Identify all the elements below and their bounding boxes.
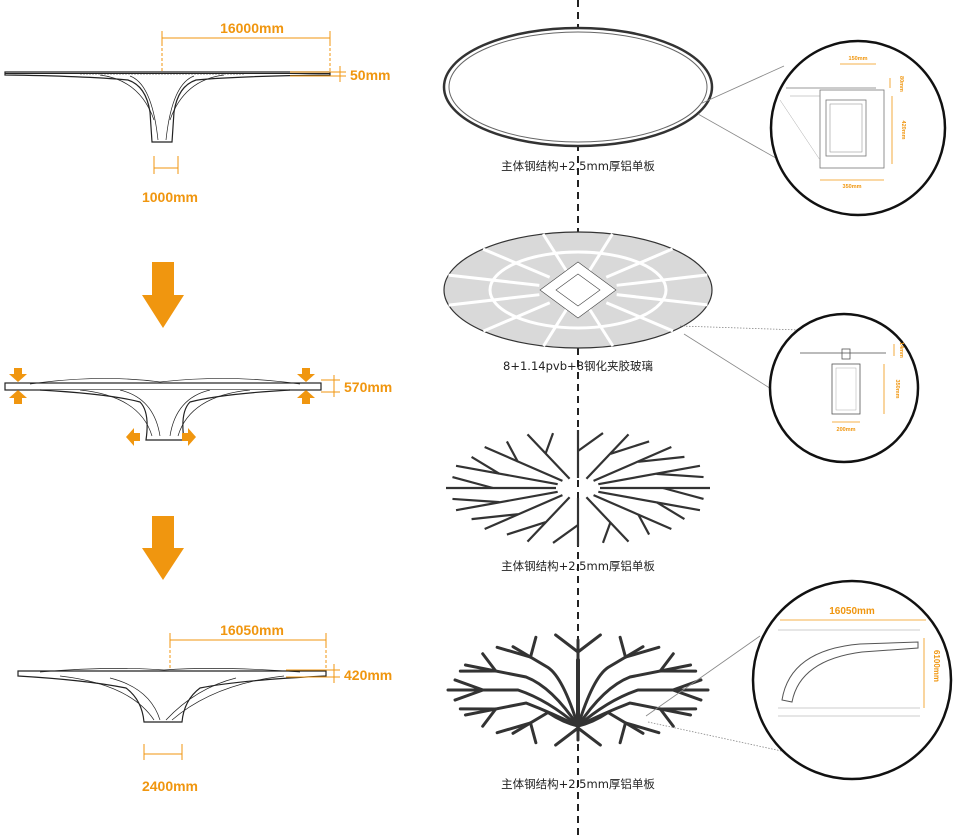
canopy-elevation-3 bbox=[17, 668, 327, 723]
label-thickness-2: 570mm bbox=[344, 379, 392, 395]
canopy-elevation-1 bbox=[4, 71, 331, 143]
dim-base-1 bbox=[153, 156, 179, 174]
detail2-side-label: 350mm bbox=[894, 380, 900, 399]
steel-ring-layer bbox=[442, 26, 714, 148]
compress-arrows-2 bbox=[9, 368, 315, 446]
leader-2a bbox=[679, 325, 801, 331]
detail3-top-label: 16050mm bbox=[829, 606, 875, 617]
detail1-side-label: 420mm bbox=[900, 121, 906, 140]
label-base-3: 2400mm bbox=[142, 778, 198, 794]
dim-thickness-1 bbox=[290, 66, 346, 82]
steel-grid-layer bbox=[446, 430, 710, 546]
label-width-1: 16000mm bbox=[220, 20, 284, 36]
dim-width-3 bbox=[169, 633, 327, 670]
canopy-elevation-2 bbox=[4, 378, 322, 441]
steel-tree-layer bbox=[446, 633, 710, 747]
label-width-3: 16050mm bbox=[220, 622, 284, 638]
caption-layer-2: 8+1.14pvb+8钢化夹胶玻璃 bbox=[503, 359, 653, 373]
detail1-top-label: 150mm bbox=[849, 56, 868, 62]
leader-4a bbox=[645, 635, 761, 717]
detail1-side-top-label: 80mm bbox=[898, 76, 904, 92]
detail2-top-label: 14mm bbox=[898, 342, 904, 358]
detail1-bottom-label: 350mm bbox=[843, 184, 862, 190]
label-thickness-1: 50mm bbox=[350, 67, 390, 83]
detail-circle-1 bbox=[769, 39, 947, 217]
dim-thickness-2 bbox=[321, 375, 340, 397]
leader-4b bbox=[647, 721, 787, 753]
laminated-glass-layer bbox=[443, 231, 713, 349]
leader-1b bbox=[697, 113, 791, 167]
label-thickness-3: 420mm bbox=[344, 667, 392, 683]
caption-layer-3: 主体钢结构+2.5mm厚铝单板 bbox=[501, 559, 655, 573]
leader-2b bbox=[683, 333, 777, 393]
caption-layer-1: 主体钢结构+2.5mm厚铝单板 bbox=[501, 159, 655, 173]
dim-width-1 bbox=[161, 31, 331, 72]
detail-circle-3 bbox=[751, 579, 953, 781]
down-arrow-2 bbox=[142, 516, 184, 580]
caption-layer-4: 主体钢结构+2.5mm厚铝单板 bbox=[501, 777, 655, 791]
label-base-1: 1000mm bbox=[142, 189, 198, 205]
dim-base-3 bbox=[143, 744, 183, 760]
down-arrow-1 bbox=[142, 262, 184, 328]
detail-circle-2 bbox=[768, 312, 920, 464]
detail2-bottom-label: 200mm bbox=[837, 427, 856, 433]
detail3-side-label: 6100mm bbox=[932, 650, 941, 682]
leader-1a bbox=[699, 65, 785, 105]
dim-thickness-3 bbox=[286, 664, 340, 683]
